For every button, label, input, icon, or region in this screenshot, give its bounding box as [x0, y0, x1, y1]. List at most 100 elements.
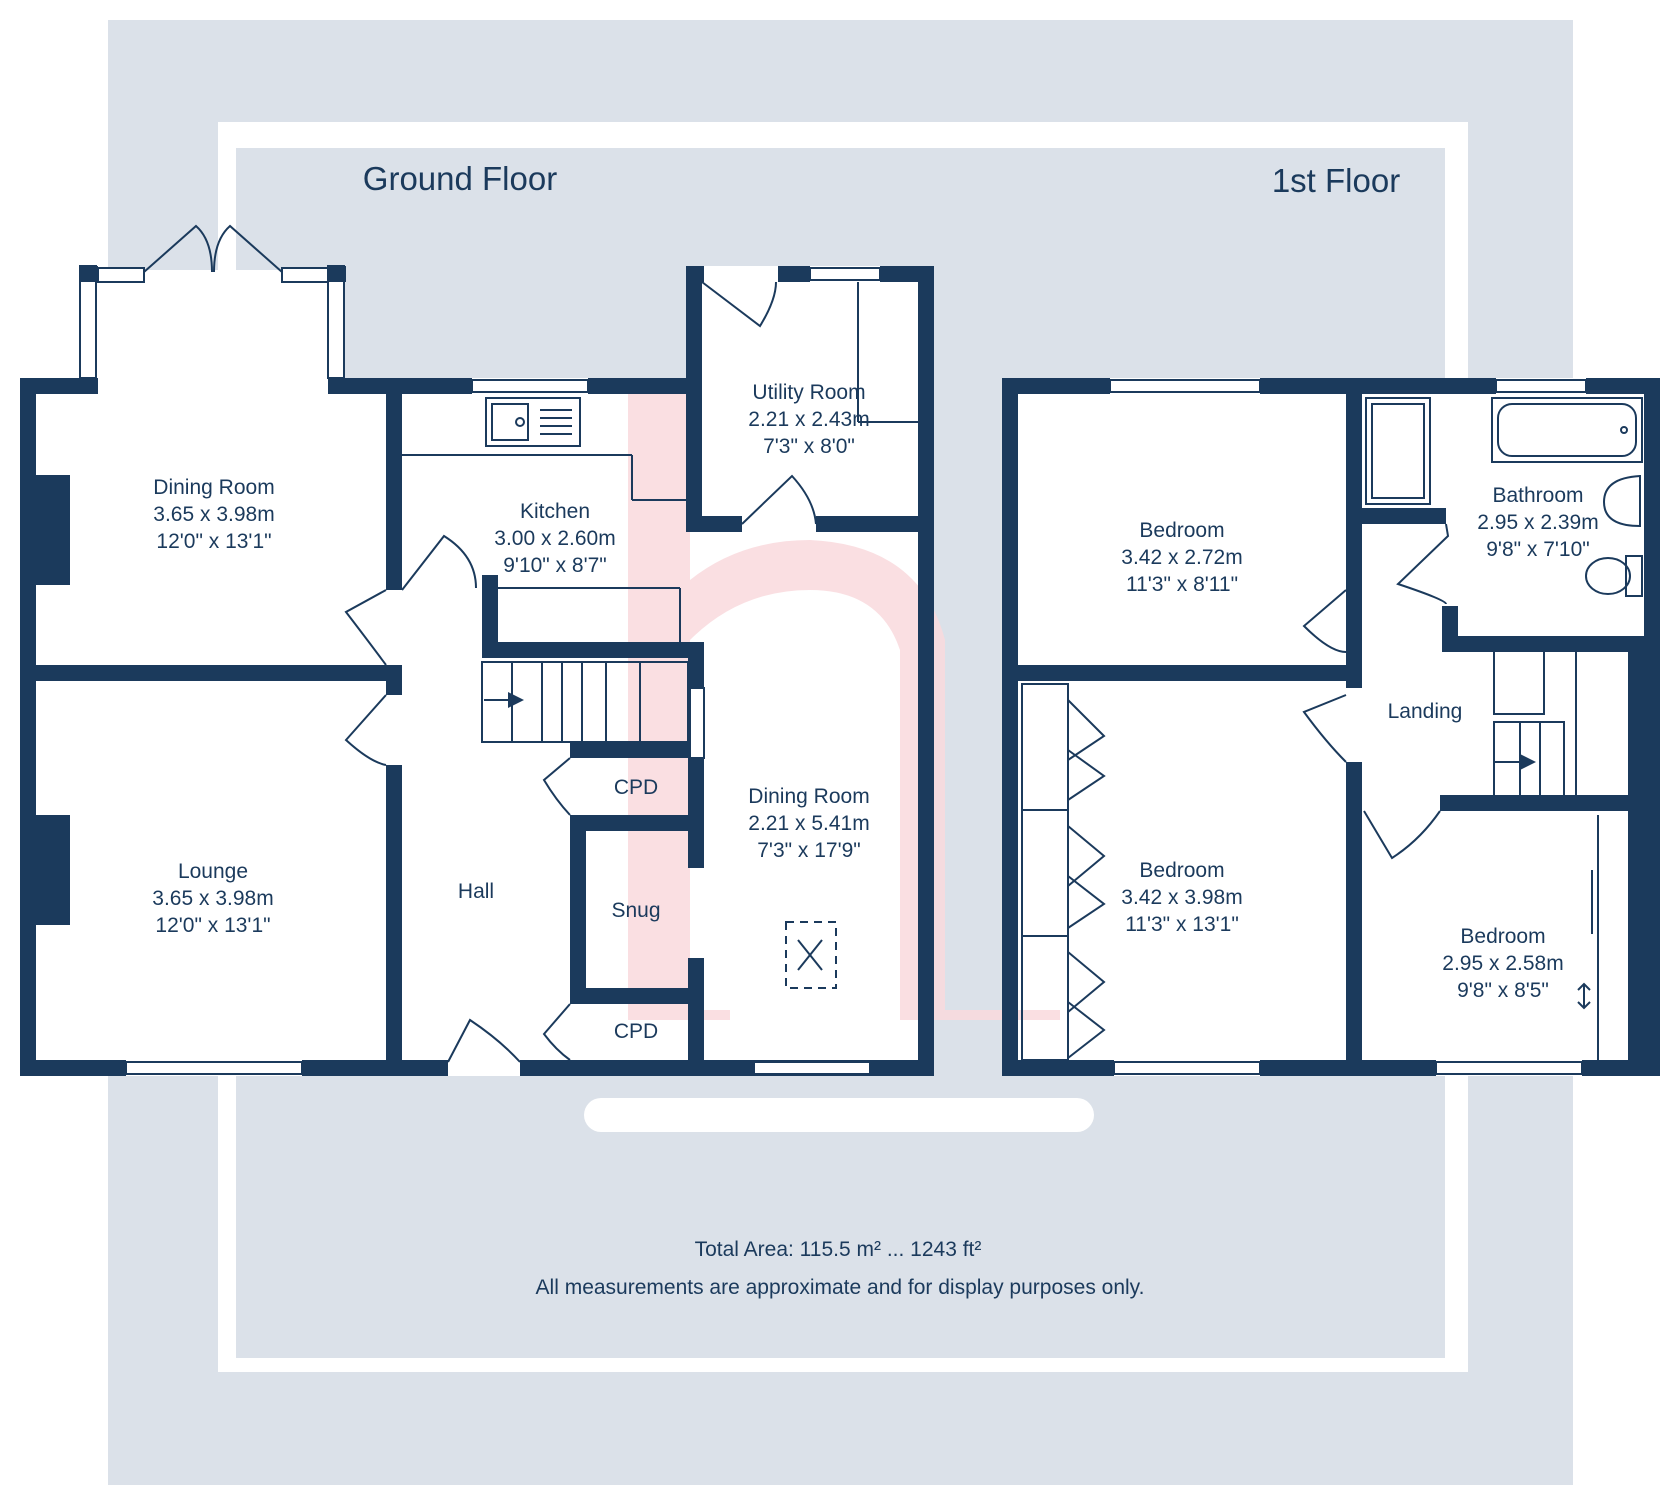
- bay-corner-right: [328, 266, 346, 282]
- wall-ff-top-a: [1002, 378, 1110, 394]
- door-bed1: [1302, 589, 1347, 653]
- wall-ff-bottom-a: [1002, 1060, 1114, 1076]
- window-bay-left: [97, 267, 145, 283]
- room-imperial: 7'3" x 17'9": [757, 839, 861, 862]
- french-door-left: [143, 224, 213, 273]
- chimney-breast-upper: [36, 475, 70, 585]
- door-lounge: [344, 694, 387, 766]
- room-cpd-lower: CPD: [614, 1020, 658, 1043]
- room-imperial: 7'3" x 8'0": [763, 435, 855, 458]
- wall-bath-landing-top: [1346, 508, 1446, 524]
- total-area: Total Area: 115.5 m² ... 1243 ft²: [695, 1238, 982, 1261]
- wall-cpd-top: [570, 742, 688, 758]
- room-bedroom-3: Bedroom 2.95 x 2.58m 9'8" x 8'5": [1442, 925, 1563, 1002]
- utility-dining-floor: [688, 266, 933, 1076]
- room-metric: 2.95 x 2.39m: [1477, 511, 1598, 534]
- room-cpd-upper: CPD: [614, 776, 658, 799]
- arrow-right-icon: [508, 692, 524, 708]
- room-utility: Utility Room 2.21 x 2.43m 7'3" x 8'0": [748, 381, 869, 458]
- ff-stairs-bottom: [1493, 721, 1565, 797]
- window-bed3: [1435, 1061, 1583, 1075]
- front-door: [447, 1018, 521, 1063]
- door-bathroom: [1396, 523, 1450, 605]
- room-metric: 3.42 x 3.98m: [1121, 886, 1242, 909]
- room-bedroom-2: Bedroom 3.42 x 3.98m 11'3" x 13'1": [1121, 859, 1242, 936]
- skylight: [785, 921, 837, 989]
- bed3-slide-arrowheads: [1577, 982, 1591, 1010]
- wall-utility-top-a: [778, 266, 810, 282]
- wall-bottom-c: [520, 1060, 934, 1076]
- room-imperial: 9'8" x 8'5": [1457, 979, 1549, 1002]
- window-kitchen: [471, 379, 589, 393]
- door-utility-inner: [741, 474, 817, 525]
- window-bed2: [1113, 1061, 1261, 1075]
- wall-ff-right-inner: [1628, 652, 1644, 1060]
- wardrobe-door: [1067, 749, 1106, 801]
- room-kitchen: Kitchen 3.00 x 2.60m 9'10" x 8'7": [494, 500, 615, 577]
- window-dining: [753, 1061, 871, 1075]
- bay-corner-left: [80, 266, 98, 282]
- window-utility: [809, 267, 881, 281]
- first-floor-floor: [1002, 378, 1660, 1076]
- door-kitchen: [401, 534, 477, 591]
- washbasin: [1602, 474, 1641, 528]
- room-name: Bedroom: [1139, 519, 1224, 542]
- wall-ff-top-c: [1586, 378, 1660, 394]
- room-imperial: 12'0" x 13'1": [156, 530, 271, 553]
- bay-floor: [83, 270, 343, 378]
- wardrobe-door: [1067, 1001, 1106, 1059]
- door-cpd-upper: [542, 757, 571, 816]
- window-lounge: [125, 1061, 303, 1075]
- wall-bed1-bed2: [1018, 665, 1346, 681]
- wall-right-ground: [918, 266, 934, 1076]
- room-name: Bathroom: [1492, 484, 1583, 507]
- stair-window: [689, 687, 705, 759]
- toilet-bowl: [1585, 557, 1631, 595]
- wall-bottom-a: [20, 1060, 126, 1076]
- wall-ff-left: [1002, 378, 1018, 1076]
- room-metric: 3.00 x 2.60m: [494, 527, 615, 550]
- bath-tap: [1620, 426, 1628, 434]
- arrow-right-icon: [1520, 754, 1536, 770]
- skylight-x: [797, 939, 823, 971]
- room-imperial: 12'0" x 13'1": [155, 914, 270, 937]
- shower-tray: [1365, 397, 1431, 505]
- room-landing: Landing: [1388, 700, 1463, 723]
- wall-top-kitchen: [588, 378, 688, 394]
- wall-utility-bottom-a: [686, 516, 742, 532]
- wardrobe-door: [1067, 699, 1106, 761]
- room-metric: 3.42 x 2.72m: [1121, 546, 1242, 569]
- wardrobe-door: [1067, 875, 1106, 929]
- door-dining-room: [344, 589, 387, 666]
- wall-utility-left: [686, 266, 702, 532]
- wall-ff-right: [1644, 378, 1660, 1076]
- left-rooms-floor: [22, 378, 392, 1076]
- chimney-breast-lower: [36, 815, 70, 925]
- door-bed2: [1302, 694, 1347, 763]
- wall-dining-hall: [386, 394, 402, 590]
- door-swings: [143, 224, 1643, 1063]
- room-name: Dining Room: [153, 476, 274, 499]
- wall-lounge-hall: [386, 765, 402, 1076]
- scale-bar: [584, 1098, 1094, 1132]
- window-bed1: [1109, 379, 1261, 393]
- wall-snug-left: [570, 815, 586, 1003]
- wardrobe: [1021, 683, 1069, 1061]
- wall-utility-bottom-b: [816, 516, 934, 532]
- wall-hall-stub: [386, 665, 402, 695]
- room-name: Lounge: [178, 860, 248, 883]
- wall-top-left: [20, 378, 98, 394]
- sink-drain: [515, 417, 525, 427]
- first-floor-title: 1st Floor: [1272, 162, 1400, 199]
- wall-snug-top: [570, 815, 688, 831]
- window-bay-right: [281, 267, 329, 283]
- wardrobe-door: [1067, 825, 1106, 887]
- room-metric: 2.21 x 5.41m: [748, 812, 869, 835]
- window-bath: [1495, 379, 1587, 393]
- wall-dining-lounge: [36, 665, 392, 681]
- room-metric: 3.65 x 3.98m: [153, 503, 274, 526]
- room-dining-room-1: Dining Room 3.65 x 3.98m 12'0" x 13'1": [153, 476, 274, 553]
- wall-left-outer: [20, 378, 36, 1076]
- room-metric: 2.95 x 2.58m: [1442, 952, 1563, 975]
